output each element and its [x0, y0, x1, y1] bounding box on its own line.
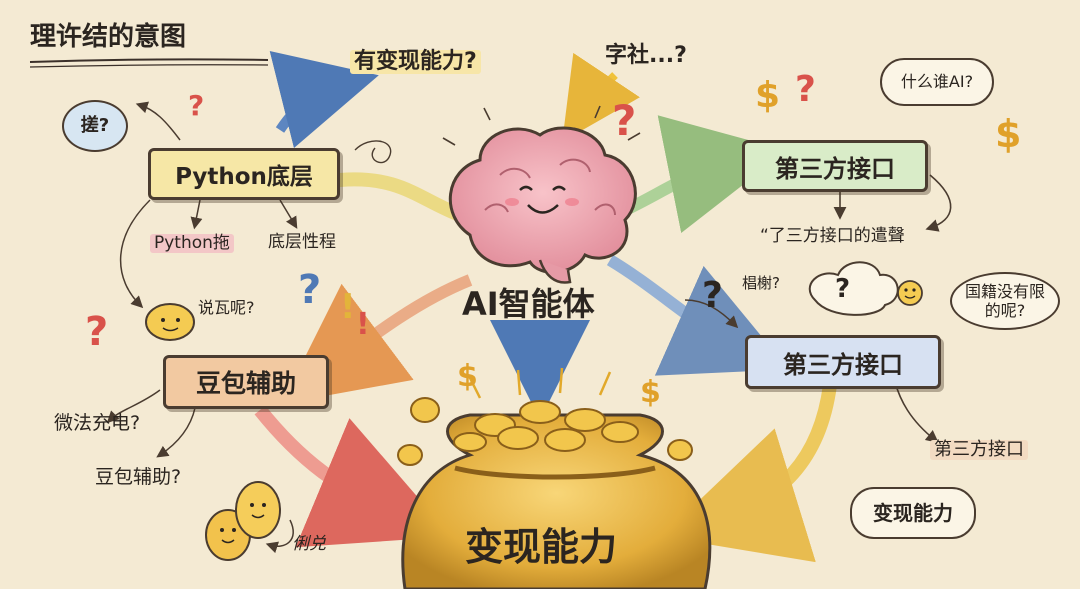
ai-agent-label: AI智能体 — [462, 285, 595, 323]
question-mark-icon: ? — [835, 274, 851, 304]
doubao-question-1: 微法充电? — [54, 412, 141, 434]
title-underline — [29, 58, 269, 63]
top-question-label: 有变现能力? — [350, 50, 481, 74]
brain-icon — [448, 126, 637, 284]
doubao-question-2: 豆包辅助? — [95, 466, 182, 488]
third-party-api-box-top: 第三方接口 — [742, 140, 928, 192]
page-title: 理许结的意图 — [30, 22, 187, 52]
bottom-left-note: 俐兑 — [292, 534, 326, 554]
dollar-icon: $ — [640, 375, 661, 410]
exclamation-icon: ! — [340, 287, 356, 327]
question-mark-icon: ? — [298, 267, 322, 313]
exclamation-icon: ! — [356, 307, 370, 342]
thought-cloud — [808, 261, 899, 316]
third-party-note: “了三方接口的遣聲 — [760, 226, 905, 246]
doubao-assist-box: 豆包辅助 — [163, 355, 329, 409]
smiley-icon — [897, 280, 923, 306]
question-mark-icon: ? — [188, 89, 205, 122]
dollar-icon: $ — [995, 112, 1022, 156]
third-party-api-box-mid: 第三方接口 — [745, 335, 941, 389]
money-bag-icon — [397, 397, 712, 589]
top-mid-text: 字社...? — [605, 43, 687, 68]
left-speech-bubble: 搓? — [62, 100, 128, 152]
dollar-icon: $ — [755, 75, 781, 116]
dollar-icon: $ — [457, 359, 478, 394]
third-party-small-label: 第三方接口 — [930, 440, 1028, 460]
question-mark-icon: ? — [795, 69, 816, 110]
what-ai-bubble: 什么谁AI? — [880, 58, 994, 106]
question-mark-icon: ? — [612, 96, 637, 145]
python-layer-box: Python底层 — [148, 148, 340, 200]
question-mark-icon: ? — [702, 275, 723, 316]
limit-bubble: 国籍没有限的呢? — [950, 272, 1060, 330]
yellow-blob-pair-icon — [205, 481, 281, 561]
yellow-blob-icon — [145, 303, 195, 341]
blob-talk-label: 说瓦呢? — [198, 298, 255, 317]
monetize-bubble: 变现能力 — [850, 487, 976, 539]
mid-right-note: 椙榭? — [742, 274, 780, 292]
question-mark-icon: ? — [85, 309, 109, 355]
python-child-label: Python拖 — [150, 234, 234, 253]
base-process-label: 底层性程 — [268, 232, 336, 252]
money-bag-label: 变现能力 — [465, 525, 618, 569]
